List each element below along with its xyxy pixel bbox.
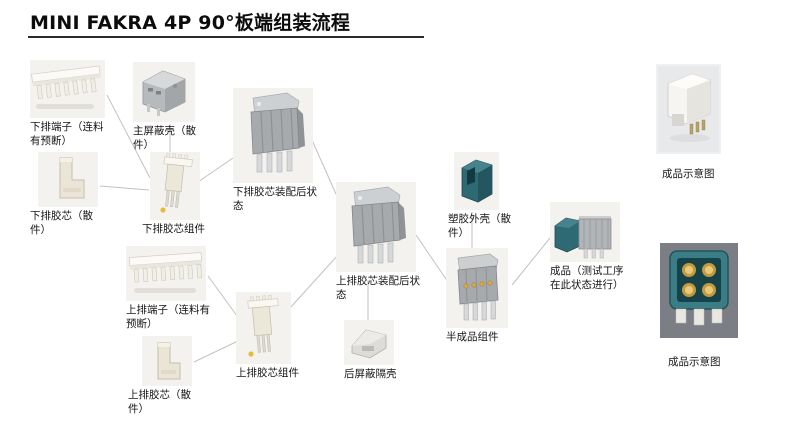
plastic-shell-label: 塑胶外壳（散件） — [448, 213, 511, 239]
lower-core-assembly-image — [150, 152, 200, 220]
finished-label: 成品（测试工序在此状态进行） — [550, 265, 624, 291]
lower-terminal-label: 下排端子（连料有预断） — [30, 121, 104, 147]
schematic-bottom-image — [660, 243, 738, 338]
flow-node-upper-core: 上排胶芯（散件） — [128, 336, 204, 416]
main-shield-label: 主屏蔽壳（散件） — [133, 125, 196, 151]
flow-node-lower-core-assembly: 下排胶芯组件 — [142, 152, 222, 237]
semi-finished-image — [446, 248, 508, 328]
upper-assembled-label: 上排胶芯装配后状态 — [336, 275, 420, 301]
main-shield-image — [133, 62, 195, 122]
lower-core-assembly-label: 下排胶芯组件 — [142, 223, 205, 235]
upper-core-assembly-image — [236, 292, 291, 364]
flow-node-upper-terminal: 上排端子（连料有预断） — [126, 246, 210, 331]
flow-node-lower-terminal: 下排端子（连料有预断） — [30, 60, 110, 148]
upper-assembled-image — [336, 182, 416, 272]
finished-image — [550, 202, 620, 262]
flow-node-schematic-bottom: 成品示意图 — [660, 243, 740, 370]
page-title: MINI FAKRA 4P 90°板端组装流程 — [30, 12, 351, 34]
flow-node-upper-assembled: 上排胶芯装配后状态 — [336, 182, 426, 302]
schematic-bottom-label: 成品示意图 — [668, 356, 721, 368]
flow-node-finished: 成品（测试工序在此状态进行） — [550, 202, 624, 292]
lower-assembled-label: 下排胶芯装配后状态 — [233, 186, 317, 212]
flow-node-rear-shield: 后屏蔽隔壳 — [344, 320, 408, 382]
flow-node-schematic-top: 成品示意图 — [656, 64, 728, 182]
title-underline — [28, 36, 424, 38]
lower-assembled-image — [233, 88, 313, 183]
flow-node-lower-assembled: 下排胶芯装配后状态 — [233, 88, 321, 213]
flow-node-lower-core: 下排胶芯（散件） — [30, 152, 106, 237]
flow-node-plastic-shell: 塑胶外壳（散件） — [448, 152, 516, 240]
upper-terminal-image — [126, 246, 206, 301]
upper-core-label: 上排胶芯（散件） — [128, 389, 191, 415]
rear-shield-image — [344, 320, 394, 365]
lower-core-label: 下排胶芯（散件） — [30, 210, 93, 236]
schematic-top-image — [656, 64, 721, 154]
flow-node-upper-core-assembly: 上排胶芯组件 — [236, 292, 324, 381]
rear-shield-label: 后屏蔽隔壳 — [344, 368, 397, 380]
lower-terminal-image — [30, 60, 105, 118]
lower-core-image — [38, 152, 98, 207]
plastic-shell-image — [454, 152, 499, 210]
flow-node-semi-finished: 半成品组件 — [446, 248, 516, 345]
schematic-top-label: 成品示意图 — [662, 168, 715, 180]
flow-node-main-shield: 主屏蔽壳（散件） — [133, 62, 205, 152]
upper-core-image — [142, 336, 192, 386]
upper-terminal-label: 上排端子（连料有预断） — [126, 304, 210, 330]
semi-finished-label: 半成品组件 — [446, 331, 499, 343]
upper-core-assembly-label: 上排胶芯组件 — [236, 367, 299, 379]
